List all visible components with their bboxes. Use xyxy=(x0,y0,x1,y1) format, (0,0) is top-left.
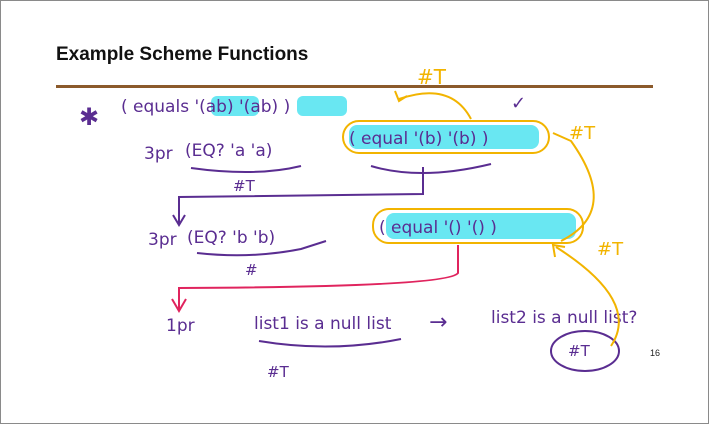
line3-eq-call: (EQ? 'b 'b) xyxy=(187,228,275,248)
title-rule xyxy=(56,85,653,88)
brace-line2-right xyxy=(370,163,492,174)
line2-eq-result: #T xyxy=(233,177,256,195)
check-mark: ✓ xyxy=(511,93,526,114)
line2-eq-call: (EQ? 'a 'a) xyxy=(185,141,272,161)
line2-label: 3pr xyxy=(144,144,173,164)
line3-true-result: #T xyxy=(597,239,624,260)
page-number: 16 xyxy=(650,348,661,358)
line2-true-result: #T xyxy=(569,123,596,144)
red-arrow xyxy=(178,245,459,309)
line4-list1-text: list1 is a null list xyxy=(254,314,392,334)
circle-mark xyxy=(550,330,620,372)
yellow-return-bottom xyxy=(555,246,620,347)
line1-expression: ( equals '(ab) '(ab) ) xyxy=(121,97,290,117)
highlight-ab-2 xyxy=(297,96,347,116)
brace-line2 xyxy=(190,165,302,174)
yellow-return-top-head xyxy=(394,90,408,103)
highlight-equal-empty xyxy=(386,213,576,239)
yellow-box-line2 xyxy=(342,120,550,154)
line2-equal-call: ( equal '(b) '(b) ) xyxy=(349,129,489,149)
yellow-return-bottom-head xyxy=(551,243,566,258)
line4-arrow: → xyxy=(429,310,447,335)
star-mark: ✱ xyxy=(79,103,99,131)
red-arrowhead xyxy=(171,298,187,313)
line4-label: 1pr xyxy=(166,316,195,336)
connector-arrowhead-1 xyxy=(172,214,186,227)
line4-list2-text: list2 is a null list? xyxy=(491,308,637,328)
slide-title: Example Scheme Functions xyxy=(56,44,309,65)
brace-line3 xyxy=(196,240,327,257)
line3-eq-result: # xyxy=(245,261,258,279)
brace-line4 xyxy=(258,338,402,348)
highlight-equal-b xyxy=(349,125,539,149)
yellow-return-top xyxy=(398,92,472,120)
connector-line2-to-line3 xyxy=(178,167,424,223)
line4-true-result: #T xyxy=(267,363,290,381)
line4-circled-true: #T xyxy=(568,342,591,360)
yellow-return-mid xyxy=(552,132,595,242)
line3-label: 3pr xyxy=(148,230,177,250)
line1-true-result: #T xyxy=(417,65,447,89)
highlight-ab-1 xyxy=(211,96,259,116)
line3-equal-call: ( equal '() '() ) xyxy=(379,218,497,238)
